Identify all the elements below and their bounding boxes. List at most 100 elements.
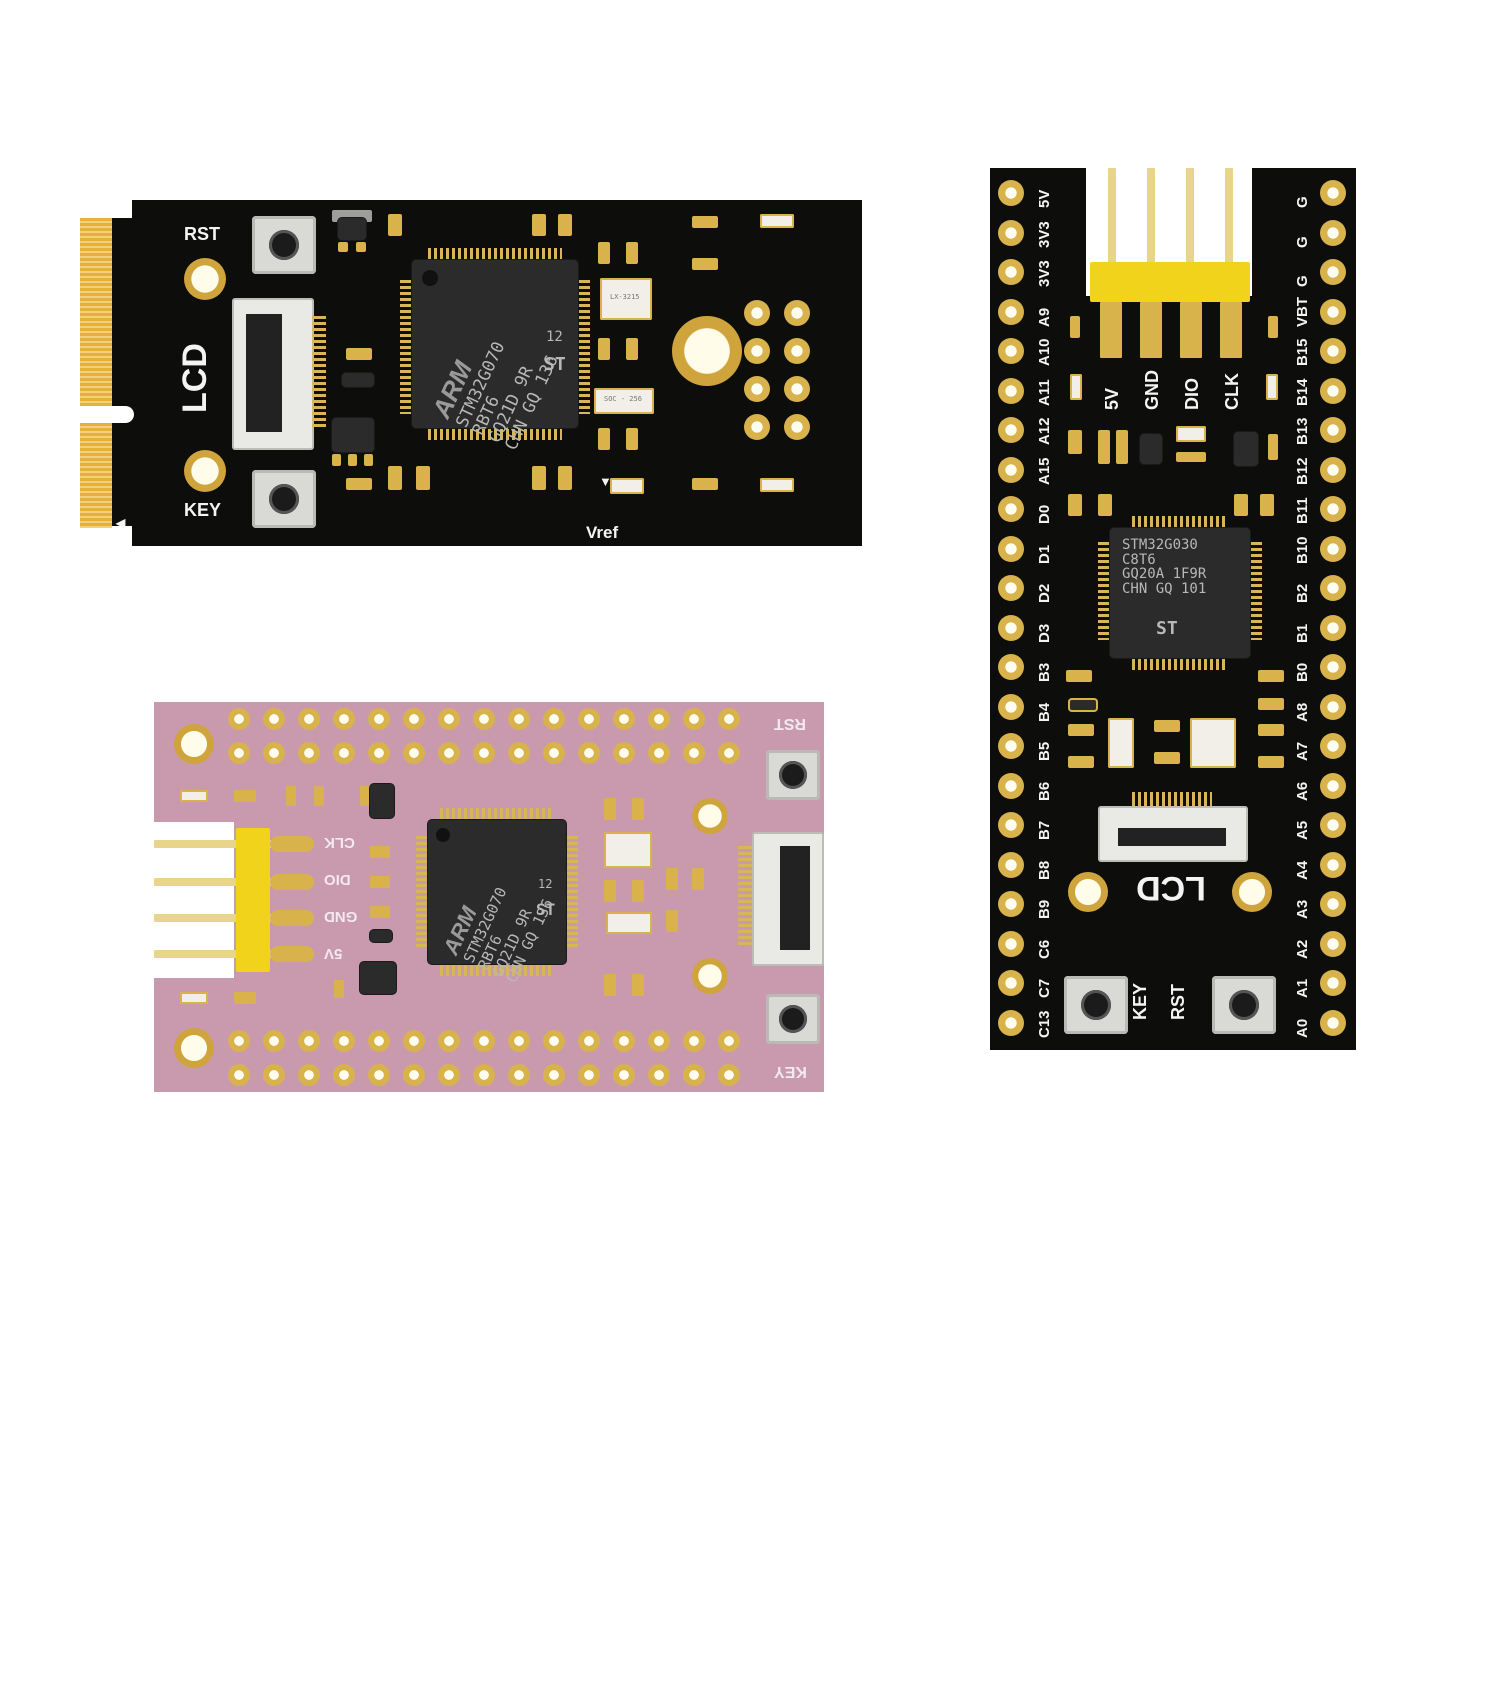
pin-label-b3: B3 <box>1036 662 1053 682</box>
rst-button-cap[interactable] <box>269 230 299 260</box>
pink-pad <box>508 1030 530 1052</box>
smd-l <box>1098 494 1112 516</box>
fpc-pins <box>738 846 752 946</box>
header-pin-2 <box>154 878 274 886</box>
key-button[interactable] <box>252 470 316 528</box>
pink-pad <box>403 1064 425 1086</box>
gpio-pad-5 <box>744 376 770 402</box>
mcu-pins-right <box>1250 542 1262 640</box>
smd-24 <box>692 478 718 490</box>
smd-p13 <box>632 798 644 820</box>
pin-label-a10: A10 <box>1036 338 1053 366</box>
rst-button[interactable] <box>766 750 820 800</box>
smd-q <box>1258 698 1284 710</box>
pin-pad-b11 <box>1320 496 1346 522</box>
pin-label-b1: B1 <box>1294 623 1311 643</box>
pin-pad-a3 <box>1320 891 1346 917</box>
header-pin-3 <box>154 914 274 922</box>
pin-pad-a11 <box>998 377 1024 404</box>
smd-17 <box>598 338 610 360</box>
rst-button-cap[interactable] <box>779 761 807 789</box>
rst-button[interactable] <box>252 216 316 274</box>
key-button[interactable] <box>1064 976 1128 1034</box>
lcd-fpc-connector[interactable] <box>1098 806 1248 862</box>
mount-hole-bl <box>174 1028 214 1068</box>
smd-16 <box>626 242 638 264</box>
crystal-2-label: SOC - 256 <box>604 395 642 403</box>
key-button[interactable] <box>766 994 820 1044</box>
pin-label-3v3: 3V3 <box>1036 220 1053 248</box>
rst-button-cap[interactable] <box>1229 990 1259 1020</box>
pin-header-plastic <box>236 828 270 972</box>
rst-button[interactable] <box>1212 976 1276 1034</box>
key-label: KEY <box>184 500 222 520</box>
pink-pad <box>613 1030 635 1052</box>
pin-pad-a0 <box>1320 1009 1346 1036</box>
header-label-dio: DIO <box>324 871 351 888</box>
pin-label-3v3: 3V3 <box>1036 260 1053 287</box>
key-button-cap[interactable] <box>1081 990 1111 1020</box>
pin1-dot <box>436 828 450 842</box>
mcu-chip: ARM STM32G070 RBT6 GQ21D 9R CHN GQ 136 S… <box>412 260 578 453</box>
smd-21 <box>610 478 644 494</box>
pin-pad-a5 <box>1320 812 1346 838</box>
smd-6 <box>348 454 357 466</box>
lcd-fpc-connector[interactable] <box>232 298 314 450</box>
pin-pad-g <box>1320 259 1346 285</box>
smd-13 <box>532 466 546 490</box>
pin-label-d1: D1 <box>1036 544 1053 564</box>
key-label: KEY <box>774 1063 807 1080</box>
key-button-cap[interactable] <box>779 1005 807 1033</box>
pin-label-d0: D0 <box>1036 504 1053 524</box>
smd-20 <box>626 428 638 450</box>
pin-pad-c6 <box>998 930 1024 957</box>
header-pin-4 <box>154 950 274 958</box>
pink-pad <box>403 708 425 730</box>
smd-12 <box>558 214 572 236</box>
pink-pad <box>228 742 250 764</box>
header-pad-3 <box>270 910 314 926</box>
pin-label-a0: A0 <box>1294 1018 1311 1038</box>
header-label-clk: CLK <box>1222 373 1242 410</box>
fpc-slot <box>246 314 282 432</box>
mcu-pins-bottom <box>428 428 562 440</box>
smd-p9 <box>334 980 344 998</box>
vref-arrow-icon: ▼ <box>599 474 612 489</box>
pin-label-b2: B2 <box>1294 583 1311 603</box>
key-button-cap[interactable] <box>269 484 299 514</box>
pin-label-b13: B13 <box>1294 417 1311 445</box>
pin-label-a7: A7 <box>1294 741 1311 761</box>
pin-pad-b2 <box>1320 575 1346 601</box>
fpc-slot <box>780 846 810 950</box>
diode-1 <box>1068 698 1098 712</box>
pin-pad-c7 <box>998 970 1024 996</box>
pink-pad <box>683 708 705 730</box>
pin-label-b12: B12 <box>1294 456 1311 485</box>
smd-p2 <box>234 790 256 802</box>
smd-p19 <box>692 868 704 890</box>
crystal-p1 <box>604 832 652 868</box>
pin-pad-a6 <box>1320 772 1346 799</box>
mcu-code: 12 <box>546 329 563 345</box>
pin-header-plastic <box>1090 262 1250 302</box>
pin-pad-b8 <box>998 851 1024 878</box>
lcd-fpc-connector[interactable] <box>752 832 824 966</box>
smd-p11 <box>234 992 256 1004</box>
crystal-1-label: LX-3215 <box>610 293 640 301</box>
pink-pad <box>648 708 670 730</box>
mcu-marking: STM32G030 C8T6 GQ20A 1F9R CHN GQ 101 <box>1122 537 1207 598</box>
pin-pad-3v3 <box>998 219 1024 246</box>
mount-hole-top <box>184 258 226 300</box>
pin-label-a9: A9 <box>1036 307 1053 327</box>
regulator <box>332 418 374 452</box>
pin-label-b8: B8 <box>1036 860 1053 880</box>
pin-pad-a9 <box>998 298 1024 325</box>
sot-2 <box>1234 432 1258 466</box>
smd-v <box>1258 724 1284 736</box>
pin-label-d2: D2 <box>1036 583 1053 603</box>
mcu-pins-right <box>566 836 578 948</box>
pink-pad <box>648 742 670 764</box>
pink-pad <box>228 1030 250 1052</box>
